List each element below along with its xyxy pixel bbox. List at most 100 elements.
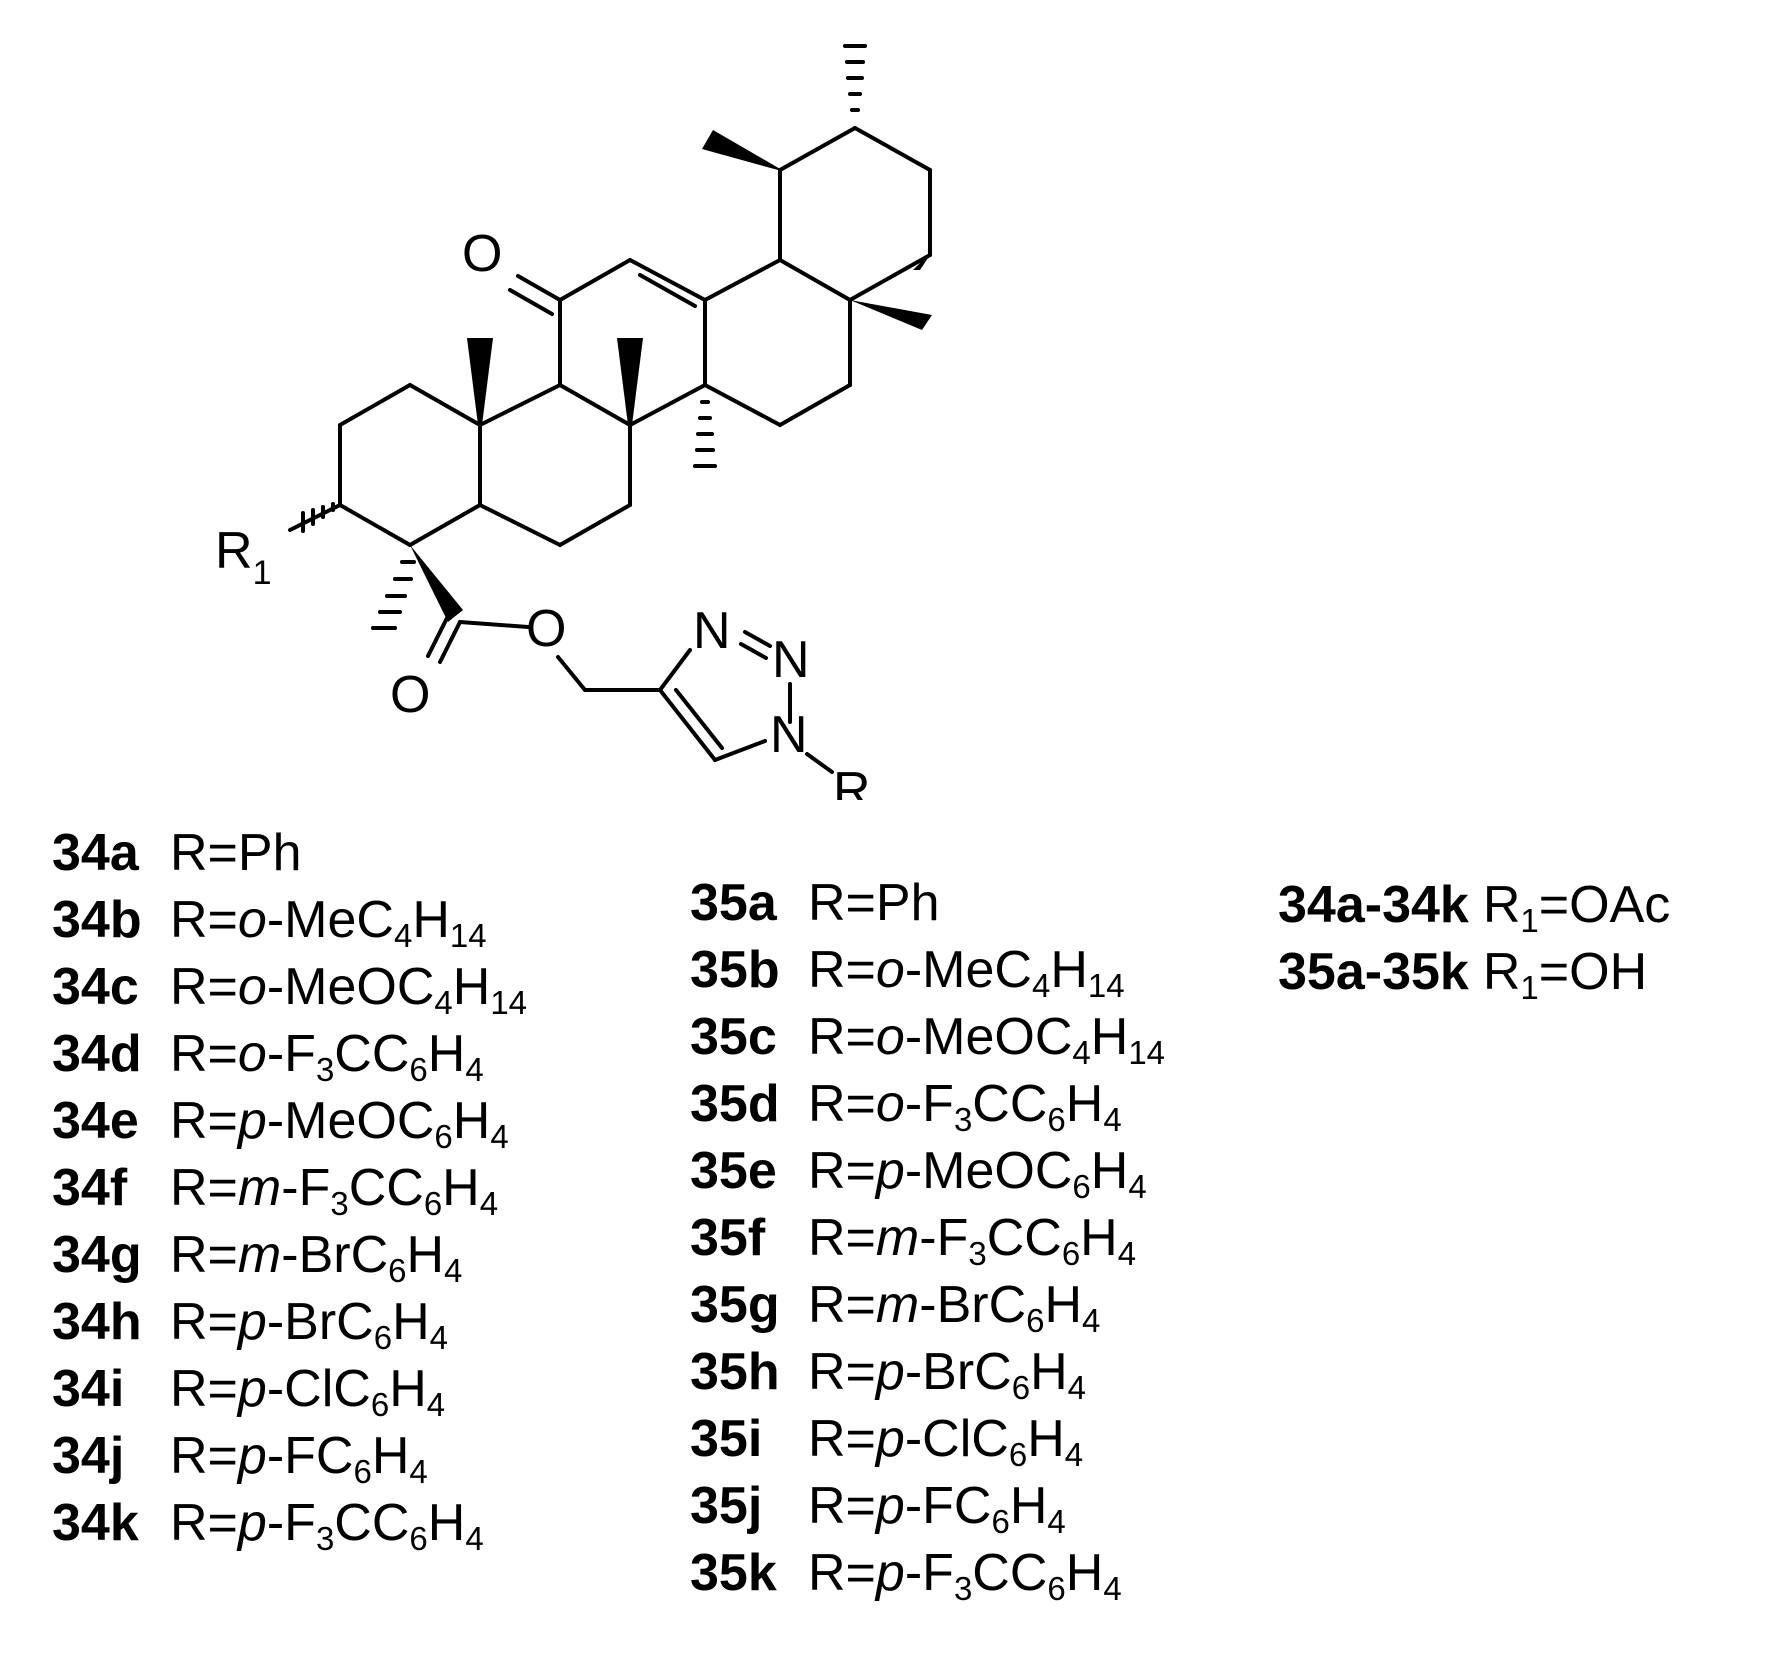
substituent-prefix: R=	[808, 1075, 876, 1133]
position-locant: p	[237, 1293, 267, 1351]
formula-subscript: 6	[1072, 1168, 1091, 1205]
r1-symbol: R	[1482, 943, 1521, 1001]
position-locant: p	[237, 1494, 267, 1552]
compound-id: 34g	[52, 1226, 142, 1284]
formula-subscript: 4	[426, 1386, 446, 1423]
formula-part: H	[452, 958, 491, 1016]
compound-id: 35i	[690, 1410, 763, 1468]
formula-part: H	[412, 891, 450, 949]
position-locant: p	[237, 1427, 267, 1485]
substituent-prefix: R=	[808, 1142, 876, 1200]
formula-part: H	[1027, 1410, 1065, 1468]
formula-subscript: 6	[1008, 1436, 1028, 1473]
formula-part: CC	[348, 1159, 424, 1217]
formula-subscript: 4	[1103, 1101, 1122, 1138]
compound-id: 34j	[52, 1427, 125, 1485]
formula-subscript: 4	[429, 1319, 448, 1356]
position-locant: m	[237, 1159, 282, 1217]
compound-id: 35b	[690, 941, 780, 999]
substituent-prefix: R=	[170, 1494, 238, 1552]
formula-subscript: 6	[409, 1051, 428, 1088]
formula-subscript: 4	[1072, 1034, 1091, 1071]
formula-subscript: 4	[465, 1520, 484, 1557]
formula-part: CC	[986, 1209, 1062, 1267]
position-locant: o	[237, 1025, 267, 1083]
substituent-prefix: R=	[808, 1410, 876, 1468]
substituent-formula: Ph	[237, 824, 302, 882]
formula-subscript: 6	[353, 1453, 372, 1490]
formula-subscript: 6	[1026, 1302, 1045, 1339]
substituent-formula: -MeOC	[904, 1142, 1073, 1200]
substituent-prefix: R=	[170, 1226, 238, 1284]
formula-subscript: 6	[1047, 1101, 1066, 1138]
formula-part: H	[389, 1360, 427, 1418]
chemical-structure: O O O N N N R R1	[215, 44, 932, 800]
r1-value: =OH	[1538, 943, 1648, 1001]
position-locant: m	[875, 1209, 920, 1267]
position-locant: p	[237, 1360, 267, 1418]
formula-part: H	[392, 1293, 430, 1351]
compound-id: 34a	[52, 824, 139, 882]
compound-id: 35j	[690, 1477, 763, 1535]
formula-part: CC	[972, 1075, 1048, 1133]
formula-subscript: 14	[449, 917, 487, 954]
compound-id: 35e	[690, 1142, 777, 1200]
formula-part: CC	[334, 1025, 410, 1083]
skeleton-bonds	[288, 126, 932, 774]
ester-oxygen-label: O	[526, 600, 566, 658]
formula-part: H	[406, 1226, 445, 1284]
formula-subscript: 6	[409, 1520, 428, 1557]
formula-subscript: 6	[423, 1185, 443, 1222]
hash-bonds	[301, 44, 867, 630]
formula-subscript: 6	[373, 1319, 393, 1356]
formula-subscript: 4	[409, 1453, 428, 1490]
formula-subscript: 3	[953, 1101, 973, 1138]
substituent-prefix: R=	[170, 824, 238, 882]
substituent-prefix: R=	[808, 874, 876, 932]
wedge-bonds	[410, 130, 932, 622]
substituent-prefix: R=	[808, 1209, 876, 1267]
formula-subscript: 4	[1082, 1302, 1101, 1339]
substituent-formula: -MeOC	[266, 1092, 435, 1150]
substituent-prefix: R=	[808, 1544, 876, 1602]
formula-part: H	[1050, 941, 1088, 999]
compound-id: 34k	[52, 1494, 139, 1552]
compound-id: 35f	[690, 1209, 766, 1267]
formula-subscript: 4	[1064, 1436, 1084, 1473]
substituent-formula: -MeOC	[266, 958, 435, 1016]
position-locant: p	[237, 1092, 267, 1150]
formula-subscript: 4	[465, 1051, 484, 1088]
substituent-prefix: R=	[170, 958, 238, 1016]
formula-subscript: 4	[1067, 1369, 1086, 1406]
position-locant: p	[875, 1544, 905, 1602]
substituent-prefix: R=	[170, 1025, 238, 1083]
formula-part: H	[427, 1494, 466, 1552]
triazole-n2-label: N	[772, 631, 810, 689]
substituent-prefix: R=	[808, 1477, 876, 1535]
substituent-formula: -BrC	[919, 1276, 1027, 1334]
formula-part: H	[427, 1025, 466, 1083]
formula-part: H	[452, 1092, 491, 1150]
formula-subscript: 14	[1128, 1034, 1166, 1071]
substituent-formula: -BrC	[266, 1293, 374, 1351]
formula-subscript: 6	[1061, 1235, 1081, 1272]
substituent-formula: -F	[266, 1494, 316, 1552]
formula-subscript: 6	[1047, 1570, 1066, 1607]
position-locant: p	[875, 1343, 905, 1401]
substituent-formula: -F	[919, 1209, 969, 1267]
substituent-formula: -MeOC	[904, 1008, 1073, 1066]
substituent-prefix: R=	[808, 1008, 876, 1066]
compound-id: 34i	[52, 1360, 125, 1418]
formula-subscript: 14	[490, 984, 528, 1021]
